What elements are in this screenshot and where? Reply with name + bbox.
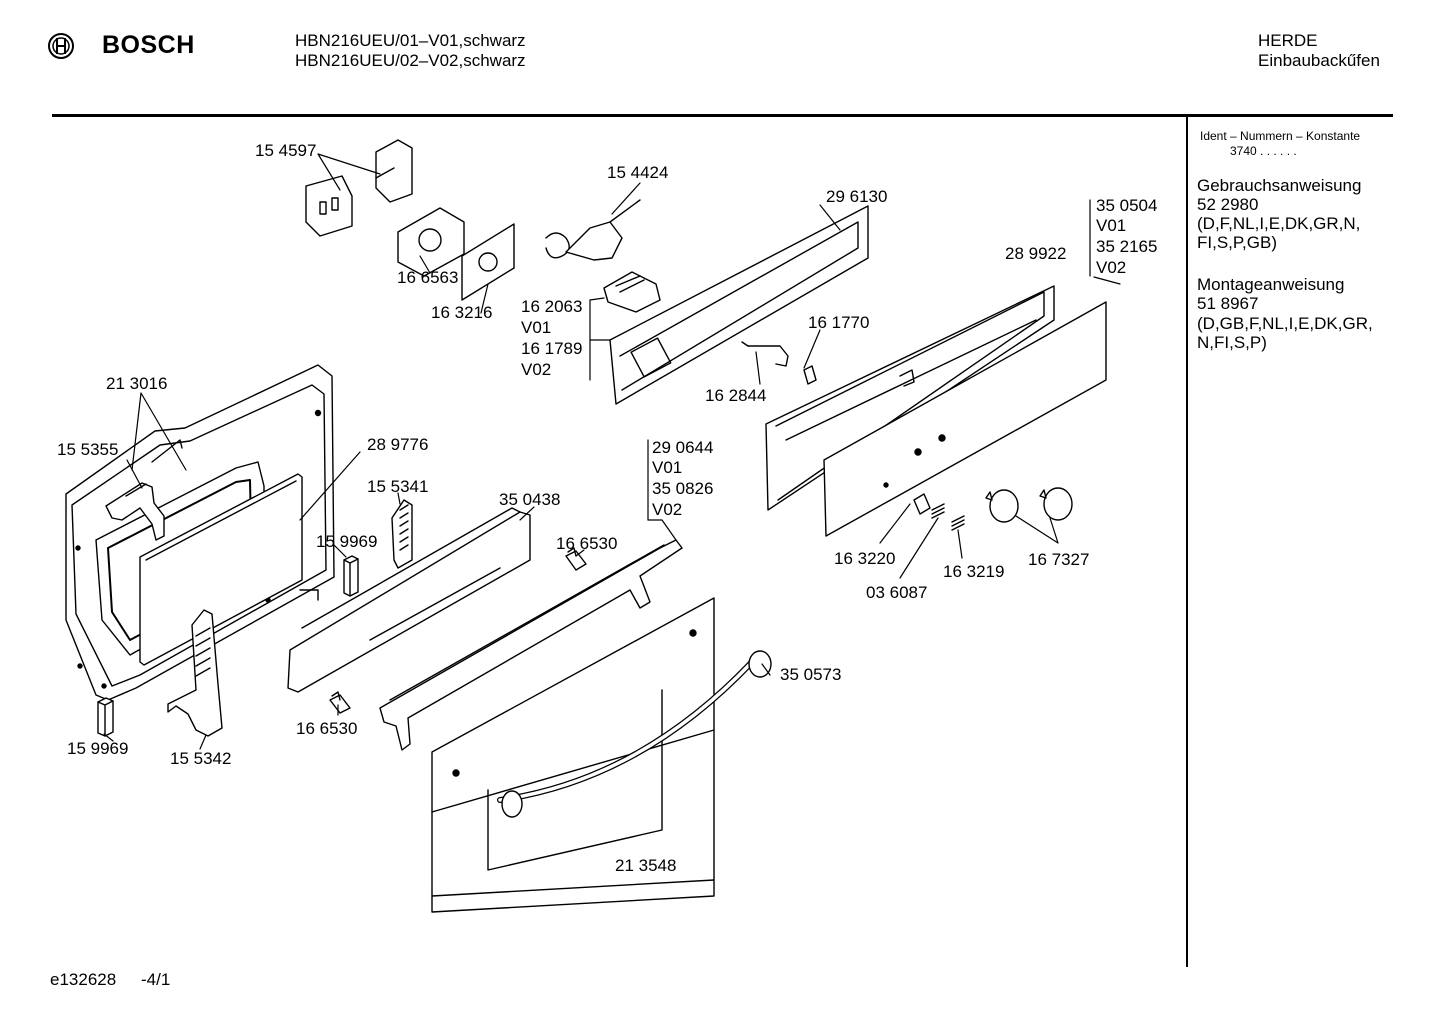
label-16-6530-upper: 16 6530 — [556, 534, 618, 553]
hinge-upper — [392, 500, 412, 568]
category-line-1: HERDE — [1258, 31, 1318, 50]
header-divider — [52, 114, 1393, 117]
ident-value: 3740 . . . . . . — [1230, 144, 1297, 158]
document-id: e132628 — [50, 970, 117, 989]
label-29-0644-variant: V01 — [652, 458, 683, 477]
model-line-2: HBN216UEU/02–V02,schwarz — [295, 51, 526, 70]
selector-switch — [604, 272, 660, 312]
label-16-7327: 16 7327 — [1028, 550, 1090, 569]
sidebar-divider — [1186, 117, 1188, 967]
label-21-3016: 21 3016 — [106, 374, 168, 393]
mount-number: 51 8967 — [1197, 294, 1259, 313]
label-29-6130: 29 6130 — [826, 187, 888, 206]
label-35-0826-variant: V02 — [652, 500, 683, 519]
label-03-6087: 03 6087 — [866, 583, 928, 602]
category-line-2: Einbaubackűfen — [1258, 51, 1380, 70]
ident-title: Ident – Nummern – Konstante — [1200, 129, 1361, 143]
knob-spring — [932, 504, 944, 518]
page-number: -4/1 — [141, 970, 171, 989]
manual-title: Gebrauchsanweisung — [1197, 176, 1362, 195]
mounting-bracket-2 — [376, 140, 412, 202]
label-16-3216: 16 3216 — [431, 303, 493, 322]
label-15-4424: 15 4424 — [607, 163, 669, 182]
bosch-logo: BOSCH — [46, 30, 196, 62]
oven-door — [432, 598, 714, 912]
hinge-lower — [168, 610, 222, 736]
door-clip — [106, 483, 164, 540]
label-35-0504-variant: V01 — [1096, 216, 1127, 235]
label-28-9776: 28 9776 — [367, 435, 429, 454]
label-35-0504: 35 0504 — [1096, 196, 1158, 215]
label-15-4597: 15 4597 — [255, 141, 317, 160]
pilot-lamp — [742, 342, 788, 366]
mount-langs-2: N,FI,S,P) — [1197, 333, 1267, 352]
manual-langs-2: FI,S,P,GB) — [1197, 233, 1277, 252]
control-knob — [986, 490, 1018, 522]
mount-langs-1: (D,GB,F,NL,I,E,DK,GR, — [1197, 314, 1373, 333]
control-knob-2 — [1040, 488, 1072, 520]
label-15-9969-upper: 15 9969 — [316, 532, 378, 551]
label-16-6530-lower: 16 6530 — [296, 719, 358, 738]
label-35-2165-variant: V02 — [1096, 258, 1127, 277]
door-profile — [380, 540, 682, 750]
screw — [566, 548, 586, 570]
label-16-2063: 16 2063 — [521, 297, 583, 316]
lamp-cap — [804, 366, 816, 384]
label-29-0644: 29 0644 — [652, 438, 714, 457]
knob-bushing — [914, 494, 930, 514]
label-16-1789: 16 1789 — [521, 339, 583, 358]
leader-lines — [104, 154, 1120, 749]
label-21-3548: 21 3548 — [615, 856, 677, 875]
bosch-armature-icon — [48, 33, 74, 59]
exploded-parts-diagram — [0, 0, 1180, 1019]
manual-number: 52 2980 — [1197, 195, 1259, 214]
panel-fascia — [824, 302, 1106, 536]
spacer-block — [344, 556, 358, 596]
label-15-5355: 15 5355 — [57, 440, 119, 459]
label-28-9922: 28 9922 — [1005, 244, 1067, 263]
label-16-3220: 16 3220 — [834, 549, 896, 568]
knob-spring-2 — [952, 516, 964, 530]
door-handle — [500, 651, 771, 817]
label-35-0826: 35 0826 — [652, 479, 714, 498]
label-35-0573: 35 0573 — [780, 665, 842, 684]
glass-panel — [140, 474, 302, 665]
thermostat — [546, 200, 640, 260]
model-line-1: HBN216UEU/01–V01,schwarz — [295, 31, 526, 50]
spacer-block-lower — [98, 698, 113, 736]
label-15-5342: 15 5342 — [170, 749, 232, 768]
label-16-2063-variant: V01 — [521, 318, 552, 337]
label-35-2165: 35 2165 — [1096, 237, 1158, 256]
label-16-6563: 16 6563 — [397, 268, 459, 287]
label-15-5341: 15 5341 — [367, 477, 429, 496]
label-35-0438: 35 0438 — [499, 490, 561, 509]
mounting-bracket — [306, 176, 352, 236]
indicator-plate — [462, 224, 514, 300]
label-16-1770: 16 1770 — [808, 313, 870, 332]
mount-title: Montageanweisung — [1197, 275, 1345, 294]
label-15-9969-lower: 15 9969 — [67, 739, 129, 758]
door-rail — [288, 508, 530, 692]
label-16-2844: 16 2844 — [705, 386, 767, 405]
switch-housing — [398, 208, 464, 276]
control-panel-frame — [610, 206, 868, 404]
brand-name: BOSCH — [102, 31, 195, 59]
manual-langs-1: (D,F,NL,I,E,DK,GR,N, — [1197, 214, 1361, 233]
screw-lower — [330, 692, 350, 713]
label-16-3219: 16 3219 — [943, 562, 1005, 581]
label-16-1789-variant: V02 — [521, 360, 552, 379]
